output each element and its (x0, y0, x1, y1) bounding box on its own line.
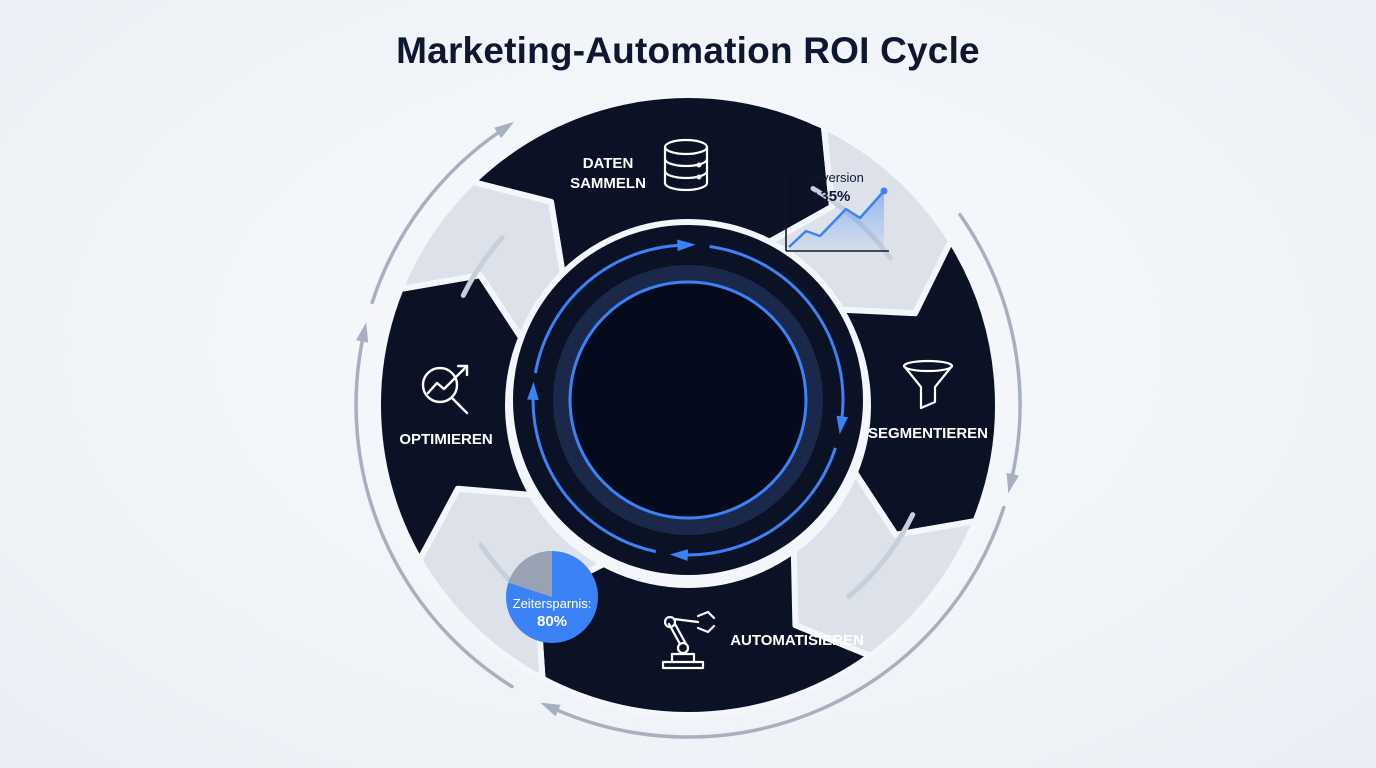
pie-chart-icon (506, 551, 598, 643)
outer-arrow-right-head (1006, 472, 1019, 494)
conversion-value: +35% (812, 188, 851, 205)
hub-arrow-right-head (836, 415, 848, 435)
outer-arrow-left-upper-head (494, 121, 514, 139)
outer-arrow-bottom-head (540, 702, 561, 717)
hub-cycle-arrows (527, 239, 848, 561)
step-automatisieren: AUTOMATISIEREN (661, 610, 864, 670)
funnel-icon (902, 359, 954, 410)
conversion-label: Conversion (798, 170, 864, 185)
database-icon (663, 138, 709, 192)
step-label-line: SEGMENTIEREN (868, 425, 988, 442)
conversion-metric: Conversion +35% (785, 170, 889, 252)
outer-arrow-bottom (551, 505, 1006, 739)
step-optimieren: OPTIMIEREN (399, 364, 493, 448)
step-label-line: AUTOMATISIEREN (730, 632, 864, 649)
hub-arrow-left-head (527, 381, 539, 400)
outer-cycle-arrows (354, 121, 1022, 739)
page-title: Marketing-Automation ROI Cycle (396, 30, 980, 71)
step-segmentieren: SEGMENTIEREN (868, 359, 988, 442)
time-saving-metric: Zeitersparnis: 80% (506, 551, 598, 643)
hub-arrow-right (709, 245, 845, 422)
time-saving-label: Zeitersparnis: (513, 596, 592, 611)
segment-flow-arc (846, 512, 916, 599)
hub-inner-circle (568, 280, 808, 520)
hub-arrow-left (531, 394, 657, 554)
hub-arrow-top (533, 243, 683, 374)
hub-arrow-bottom-head (669, 549, 688, 561)
robot-arm-icon (661, 610, 716, 670)
outer-arrow-left-lower-head (356, 322, 369, 343)
outer-arrow-right (958, 212, 1022, 482)
time-saving-value: 80% (537, 613, 567, 630)
outer-arrow-left-upper (370, 128, 505, 305)
magnifier-trend-icon (421, 364, 469, 415)
segment-flow-arc (460, 235, 505, 298)
pie-slice-remaining (508, 551, 552, 597)
step-label-line: SAMMELN (570, 175, 646, 192)
step-label-line: OPTIMIEREN (399, 431, 492, 448)
hub-arrow-bottom (682, 447, 837, 557)
central-hub (507, 219, 869, 581)
hub-arrow-top-head (677, 239, 696, 252)
line-chart-icon (785, 172, 889, 252)
outer-arrow-left-lower (354, 334, 514, 689)
step-label-line: DATEN (583, 155, 634, 172)
step-daten-sammeln: DATEN SAMMELN (570, 138, 709, 192)
